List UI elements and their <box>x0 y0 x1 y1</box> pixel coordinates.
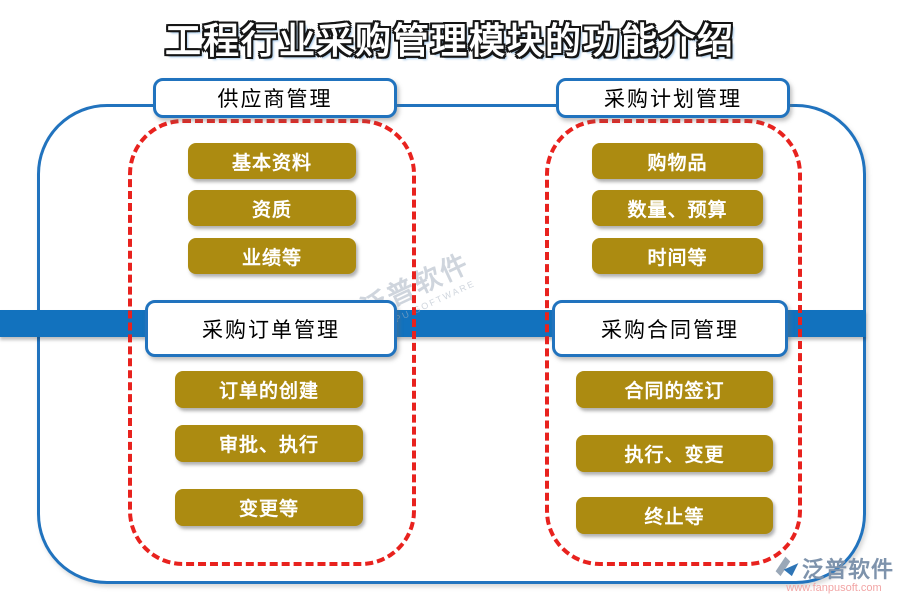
item-approval-execution: 审批、执行 <box>175 425 363 462</box>
item-changes: 变更等 <box>175 489 363 526</box>
dashed-group-plan-contract <box>545 119 802 566</box>
item-quantity-budget: 数量、预算 <box>592 190 763 226</box>
item-performance: 业绩等 <box>188 238 356 274</box>
fanpu-logo-icon <box>775 556 799 577</box>
watermark-corner: 泛普软件 www.fanpusoft.com <box>774 552 894 594</box>
item-contract-signing: 合同的签订 <box>576 371 773 408</box>
item-termination: 终止等 <box>576 497 773 534</box>
item-basic-info: 基本资料 <box>188 143 356 179</box>
item-order-creation: 订单的创建 <box>175 371 363 408</box>
header-supplier-management: 供应商管理 <box>153 78 397 118</box>
watermark-corner-url: www.fanpusoft.com <box>786 582 882 594</box>
main-frame <box>37 104 866 584</box>
diagram-title: 工程行业采购管理模块的功能介绍 <box>164 21 735 61</box>
item-time: 时间等 <box>592 238 763 274</box>
header-purchase-contract-management: 采购合同管理 <box>552 300 788 357</box>
watermark-corner-brand: 泛普软件 <box>801 557 894 582</box>
header-purchase-plan-management: 采购计划管理 <box>556 78 790 118</box>
item-purchased-goods: 购物品 <box>592 143 763 179</box>
item-execution-change: 执行、变更 <box>576 435 773 472</box>
item-qualification: 资质 <box>188 190 356 226</box>
watermark-corner-row: 泛普软件 <box>774 552 894 584</box>
header-purchase-order-management: 采购订单管理 <box>145 300 397 357</box>
dashed-group-supplier-order <box>128 119 416 566</box>
